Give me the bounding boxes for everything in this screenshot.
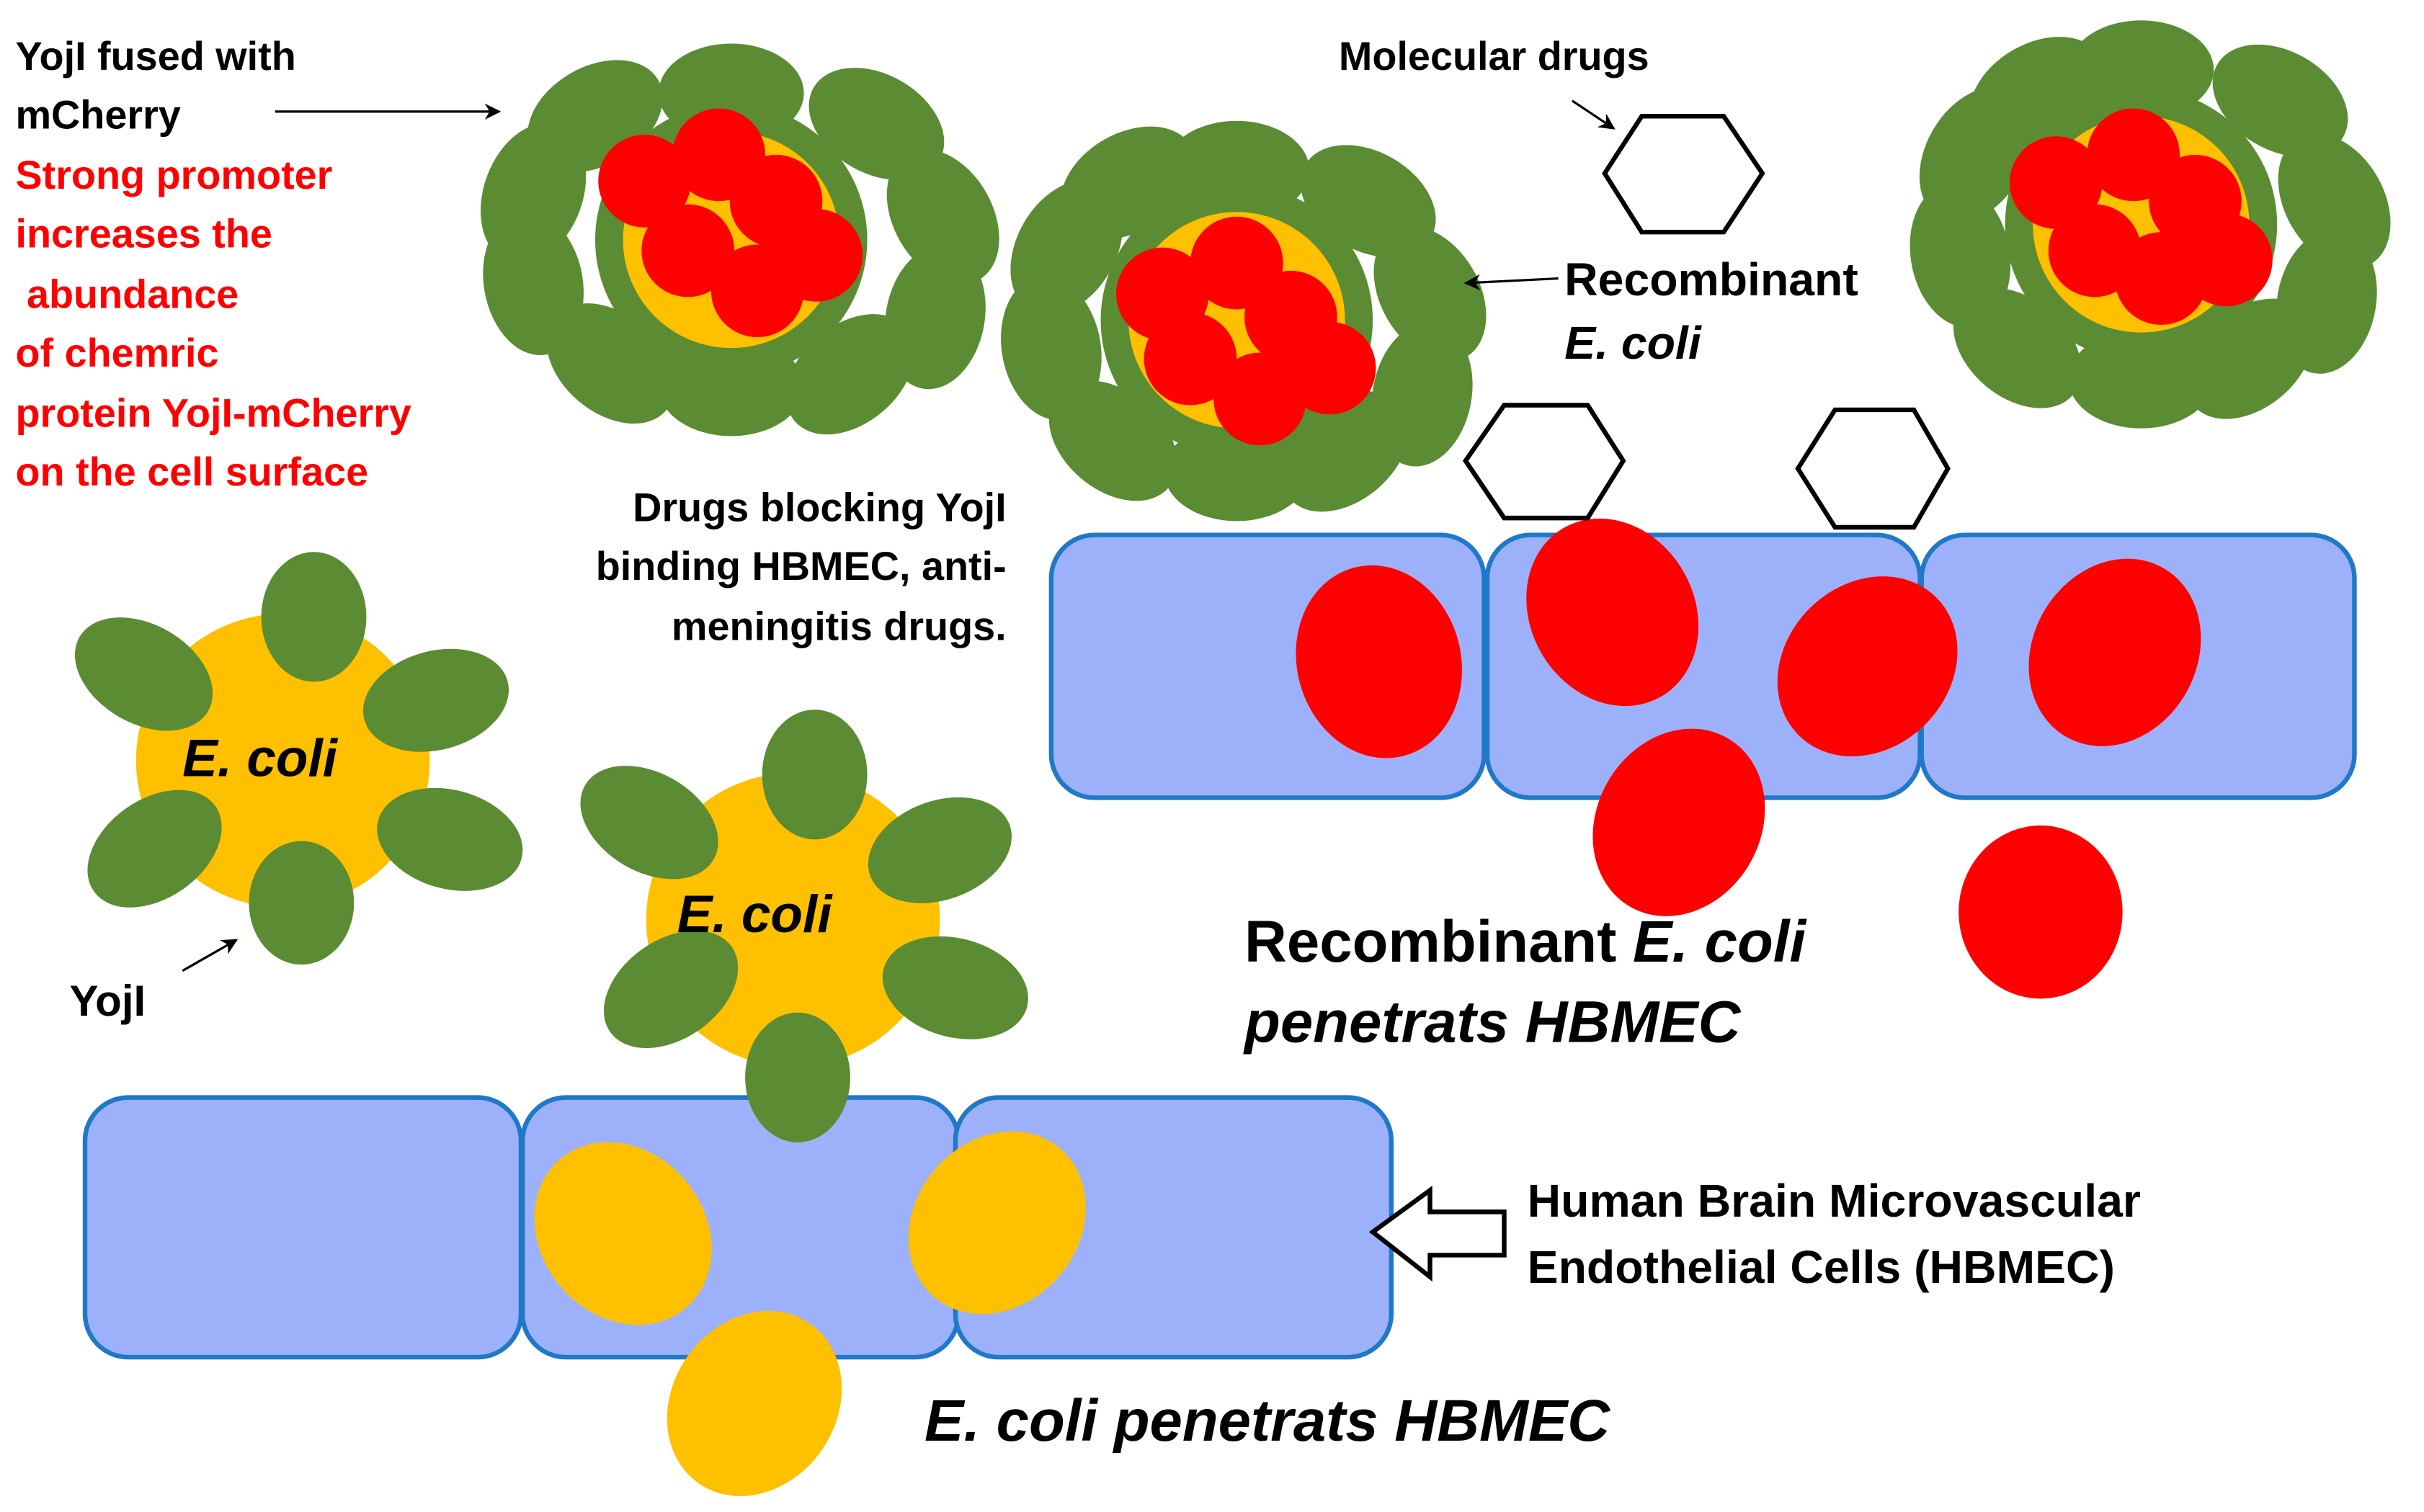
mcherry xyxy=(710,244,804,338)
mcherry xyxy=(1144,312,1237,406)
label-promoter-line-6: on the cell surface xyxy=(15,449,368,494)
yojl-adhesin xyxy=(74,617,213,731)
label-drugs-blocking-line-2: binding HBMEC, anti- xyxy=(596,544,1007,589)
yojl-adhesin xyxy=(1373,226,1487,362)
label-hbmec-line-1: Human Brain Microvascular xyxy=(1528,1175,2141,1227)
yojl-adhesin xyxy=(868,797,1012,903)
orange-bacteria-penetrating xyxy=(534,1131,1086,1496)
yojl-adhesin xyxy=(882,936,1028,1039)
label-promoter-line-1: Strong promoter xyxy=(15,153,332,197)
label-hbmec-line-2: Endothelial Cells (HBMEC) xyxy=(1528,1241,2115,1293)
molecular-drugs xyxy=(1462,114,1951,530)
hexagon-drug-icon xyxy=(1795,407,1951,530)
red-bacterium xyxy=(1777,576,1958,756)
label-ecoli-middle: E. coli xyxy=(677,885,834,944)
label-ecoli-penetrates: E. coli penetrats HBMEC xyxy=(924,1388,1610,1454)
hexagon-drug-icon xyxy=(1602,114,1765,235)
pointer-arrows xyxy=(182,99,1616,972)
label-ecoli-left: E. coli xyxy=(182,729,339,787)
label-promoter-line-4: of chemric xyxy=(15,331,218,375)
thin-arrow-icon xyxy=(182,939,239,972)
label-recombinant-penetrates-line-2: penetrats HBMEC xyxy=(1243,989,1742,1055)
label-recombinant-penetrates-line-1: Recombinant E. coli xyxy=(1244,909,1807,975)
mcherry xyxy=(2048,204,2142,298)
yojl-adhesin xyxy=(2212,44,2348,157)
label-promoter-line-2: increases the xyxy=(15,212,272,256)
block-arrow-left-icon xyxy=(1368,1186,1507,1282)
yojl-adhesin xyxy=(580,766,718,880)
yojl-adhesin xyxy=(377,787,523,891)
yojl-adhesins xyxy=(74,552,523,965)
red-bacterium xyxy=(1592,728,1765,916)
label-promoter-line-3: abundance xyxy=(15,272,239,316)
label-drugs-blocking-line-3: meningitis drugs. xyxy=(672,604,1007,649)
mcherry xyxy=(2010,136,2103,229)
thin-arrow-icon xyxy=(1571,99,1616,130)
red-bacteria-penetrating xyxy=(1296,518,2201,999)
red-bacterium xyxy=(2028,558,2201,746)
label-mcherry: mCherry xyxy=(15,92,180,137)
yojl-adhesin xyxy=(604,930,739,1049)
yojl-adhesin xyxy=(261,552,367,682)
label-recombinant-ecoli: E. coli xyxy=(1564,317,1702,369)
yojl-adhesin xyxy=(1910,183,2011,328)
orange-bacterium xyxy=(534,1142,712,1325)
yojl-adhesin xyxy=(762,710,868,840)
recombinant-ecoli-3 xyxy=(1910,20,2391,429)
yojl-adhesin xyxy=(362,648,509,752)
label-drugs-blocking-line-1: Drugs blocking YojI xyxy=(633,485,1006,529)
recombinant-ecoli-2 xyxy=(1001,120,1487,522)
ecoli-cell-left xyxy=(74,552,523,965)
yojl-adhesin xyxy=(2278,133,2391,269)
label-yojl-fused: YojI fused with xyxy=(15,34,295,79)
yojl-adhesins xyxy=(580,710,1028,1142)
label-molecular-drugs: Molecular drugs xyxy=(1339,34,1649,79)
yojl-adhesin xyxy=(886,148,999,285)
yojl-adhesin xyxy=(745,1012,850,1142)
mcherry xyxy=(598,135,691,228)
red-bacterium xyxy=(1526,518,1699,707)
thin-arrow-icon xyxy=(1463,274,1559,291)
label-recombinant: Recombinant xyxy=(1564,254,1858,305)
red-bacterium xyxy=(1959,826,2123,999)
orange-bacterium xyxy=(667,1310,842,1496)
red-bacterium xyxy=(1296,565,1462,759)
label-promoter-line-5: protein YojI-mCherry xyxy=(15,391,411,436)
yojl-adhesin xyxy=(87,789,222,908)
hbmec-cell xyxy=(82,1095,524,1360)
label-yojl: YojI xyxy=(70,977,146,1025)
yojl-adhesin xyxy=(1001,276,1102,421)
hexagon-drug-icon xyxy=(1462,403,1626,521)
orange-bacterium xyxy=(908,1131,1086,1315)
mcherry xyxy=(1213,352,1306,446)
mcherry xyxy=(1283,321,1376,415)
ecoli-cell-attaching xyxy=(580,710,1028,1142)
recombinant-ecoli-1 xyxy=(481,43,999,437)
yojl-adhesin xyxy=(249,841,355,965)
mcherry xyxy=(641,204,735,298)
